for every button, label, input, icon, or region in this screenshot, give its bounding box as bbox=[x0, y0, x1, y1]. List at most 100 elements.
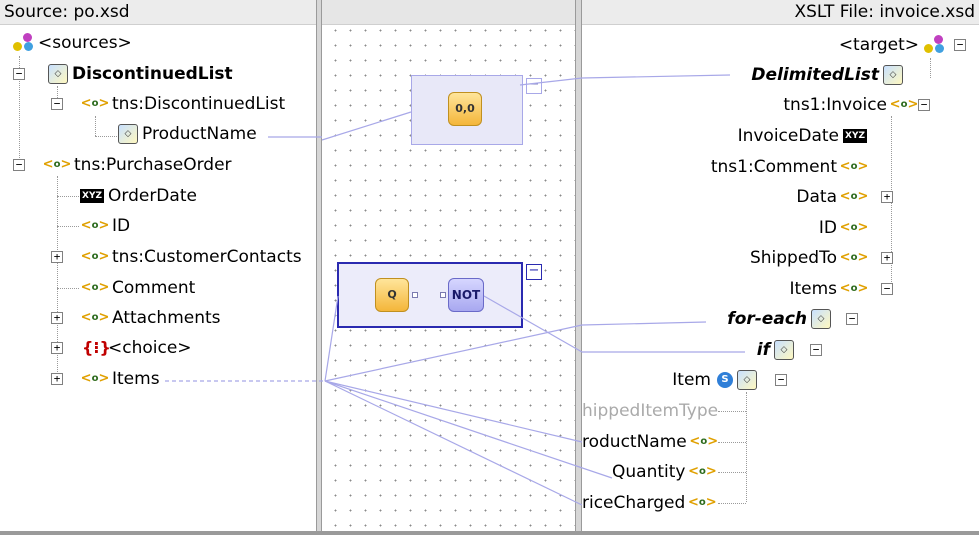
tree-node-choice[interactable]: {⁝} <choice> bbox=[78, 336, 192, 360]
canvas-header bbox=[322, 0, 575, 25]
wire[interactable] bbox=[519, 77, 583, 86]
tree-node-productname[interactable]: roductName <o> bbox=[582, 430, 721, 454]
not-function-box[interactable] bbox=[337, 262, 523, 328]
port-in[interactable] bbox=[440, 292, 446, 298]
tree-node-if[interactable]: if ◇ bbox=[757, 338, 798, 362]
tree-node-label: DiscontinuedList bbox=[72, 64, 233, 84]
tree-node-tns1-comment[interactable]: tns1:Comment <o> bbox=[711, 155, 871, 179]
wire[interactable] bbox=[321, 111, 412, 141]
expand-toggle[interactable]: + bbox=[881, 191, 893, 203]
tree-node-items[interactable]: Items <o> bbox=[789, 277, 871, 301]
tree-node-label: Items bbox=[112, 369, 160, 389]
tree-node-item[interactable]: Item S ◇ bbox=[672, 368, 761, 392]
collapse-toggle[interactable]: − bbox=[918, 99, 930, 111]
tree-node-discontinuedlist[interactable]: ◇ DiscontinuedList bbox=[44, 62, 233, 86]
tree-node-pricecharged[interactable]: riceCharged <o> bbox=[582, 491, 719, 515]
group-icon: ◇ bbox=[883, 65, 903, 85]
repeating-icon: ◇ bbox=[118, 124, 138, 144]
collapse-toggle[interactable]: − bbox=[13, 159, 25, 171]
tree-node-shippedto[interactable]: ShippedTo <o> bbox=[750, 246, 871, 270]
attribute-icon: XYZ bbox=[843, 129, 867, 143]
tree-guide bbox=[746, 392, 747, 502]
tree-guide bbox=[891, 116, 892, 292]
tree-node-quantity[interactable]: Quantity <o> bbox=[612, 460, 719, 484]
tree-node-id[interactable]: <o> ID bbox=[78, 214, 130, 238]
collapse-toggle[interactable]: − bbox=[810, 344, 822, 356]
collapse-toggle[interactable]: − bbox=[954, 39, 966, 51]
tree-node-attachments[interactable]: <o> Attachments bbox=[78, 306, 221, 330]
collapse-toggle[interactable]: − bbox=[13, 68, 25, 80]
collapse-function-button[interactable]: − bbox=[526, 78, 542, 94]
expand-toggle[interactable]: + bbox=[51, 251, 63, 263]
mapping-canvas[interactable]: 0,0 − Q NOT − bbox=[322, 0, 575, 533]
expand-toggle[interactable]: + bbox=[51, 312, 63, 324]
collapse-toggle[interactable]: − bbox=[51, 98, 63, 110]
tree-node-sources[interactable]: <sources> bbox=[8, 31, 132, 55]
element-icon: <o> bbox=[80, 249, 110, 264]
tree-node-for-each[interactable]: for-each ◇ bbox=[727, 307, 835, 331]
source-header: Source: po.xsd bbox=[0, 0, 316, 25]
tree-node-comment[interactable]: <o> Comment bbox=[78, 276, 196, 300]
tree-node-orderdate[interactable]: XYZ OrderDate bbox=[76, 184, 197, 208]
tree-guide bbox=[57, 176, 58, 382]
element-icon: <o> bbox=[889, 97, 919, 112]
collapse-toggle[interactable]: − bbox=[881, 283, 893, 295]
exists-function-icon[interactable]: Q bbox=[375, 278, 409, 312]
tree-node-label: Items bbox=[789, 279, 837, 299]
expand-toggle[interactable]: + bbox=[51, 373, 63, 385]
not-function-icon[interactable]: NOT bbox=[448, 278, 484, 312]
tree-node-label: if bbox=[756, 340, 770, 360]
tree-node-purchaseorder[interactable]: <o> tns:PurchaseOrder bbox=[40, 153, 232, 177]
tree-node-label: Quantity bbox=[612, 462, 686, 482]
tree-node-label: tns:DiscontinuedList bbox=[112, 94, 286, 114]
tree-node-delimitedlist[interactable]: DelimitedList ◇ bbox=[751, 63, 907, 87]
pane-splitter-right[interactable] bbox=[575, 0, 582, 533]
status-bar-edge bbox=[0, 531, 979, 535]
tree-node-label: Data bbox=[796, 187, 837, 207]
tree-node-items[interactable]: <o> Items bbox=[78, 367, 160, 391]
target-icon bbox=[923, 35, 945, 55]
wire[interactable] bbox=[581, 321, 707, 326]
element-icon: <o> bbox=[839, 250, 869, 265]
tree-node-tns-discontinuedlist[interactable]: <o> tns:DiscontinuedList bbox=[78, 92, 285, 116]
wire[interactable] bbox=[324, 380, 583, 443]
group-icon: ◇ bbox=[48, 64, 68, 84]
tree-node-label: ID bbox=[112, 216, 131, 236]
tree-node-invoicedate[interactable]: InvoiceDate XYZ bbox=[738, 124, 871, 148]
pane-splitter-left[interactable] bbox=[316, 0, 322, 533]
wire[interactable] bbox=[324, 295, 339, 382]
tree-node-id[interactable]: ID <o> bbox=[819, 216, 871, 240]
wire[interactable] bbox=[581, 74, 731, 79]
tree-node-shippeditemtype[interactable]: hippedItemType bbox=[582, 399, 718, 423]
collapse-toggle[interactable]: − bbox=[846, 313, 858, 325]
tree-node-label: tns:CustomerContacts bbox=[112, 247, 302, 267]
tree-node-customercontacts[interactable]: <o> tns:CustomerContacts bbox=[78, 245, 302, 269]
concat-function-icon[interactable]: 0,0 bbox=[448, 92, 482, 126]
collapse-function-button[interactable]: − bbox=[526, 264, 542, 280]
expand-toggle[interactable]: + bbox=[881, 252, 893, 264]
collapse-toggle[interactable]: − bbox=[775, 374, 787, 386]
wire[interactable] bbox=[483, 295, 583, 353]
tree-node-label: tns1:Invoice bbox=[783, 95, 887, 115]
attribute-icon: XYZ bbox=[80, 189, 104, 203]
element-icon: <o> bbox=[688, 464, 717, 479]
wire[interactable] bbox=[324, 324, 583, 382]
tree-node-label: roductName bbox=[582, 432, 687, 452]
wire[interactable] bbox=[324, 380, 583, 506]
tree-node-target[interactable]: <target> bbox=[839, 33, 949, 57]
port-out[interactable] bbox=[412, 292, 418, 298]
tree-guide bbox=[19, 56, 20, 168]
wire[interactable] bbox=[324, 380, 613, 479]
if-icon: ◇ bbox=[774, 340, 794, 360]
tree-node-label: Item bbox=[672, 370, 711, 390]
tree-guide bbox=[718, 411, 746, 412]
tree-node-label: Attachments bbox=[112, 308, 221, 328]
tree-node-label: <choice> bbox=[108, 338, 192, 358]
tree-node-data[interactable]: Data <o> bbox=[796, 185, 871, 209]
element-icon: <o> bbox=[80, 371, 110, 386]
element-icon: <o> bbox=[839, 159, 869, 174]
tree-node-invoice[interactable]: tns1:Invoice <o> bbox=[783, 93, 921, 117]
tree-node-productname[interactable]: ◇ ProductName bbox=[114, 122, 257, 146]
tree-node-label: ShippedTo bbox=[749, 248, 837, 268]
expand-toggle[interactable]: + bbox=[51, 342, 63, 354]
